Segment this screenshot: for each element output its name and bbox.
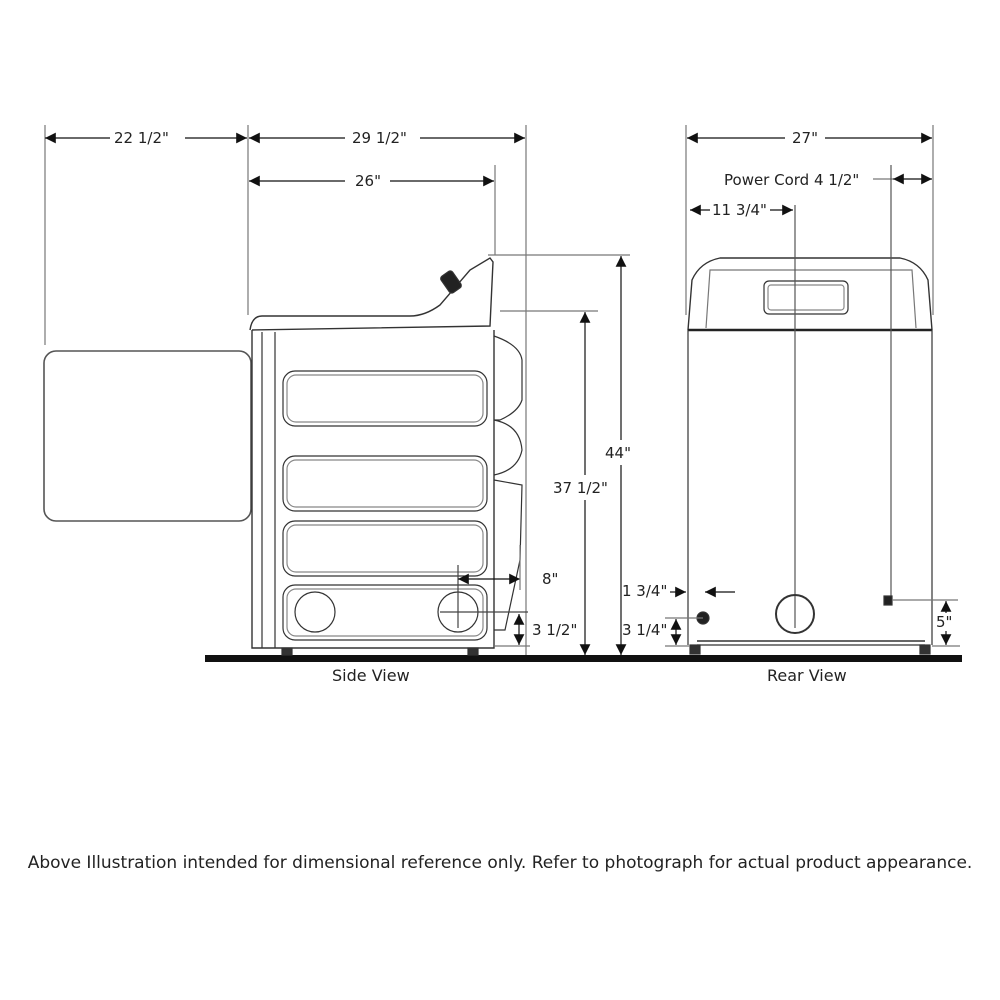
dim-gas-inlet-side: 1 3/4"	[622, 582, 668, 600]
dim-power-cord-height: 5"	[936, 613, 953, 631]
dim-power-cord: Power Cord 4 1/2"	[724, 171, 860, 189]
dim-overall-depth: 29 1/2"	[352, 129, 407, 147]
dim-vent-offset: 8"	[542, 570, 559, 588]
dim-cabinet-height: 37 1/2"	[553, 479, 608, 497]
side-view-drawing	[43, 125, 630, 656]
dim-vent-center: 11 3/4"	[712, 201, 767, 219]
dim-rear-width: 27"	[792, 129, 818, 147]
dim-vent-height: 3 1/2"	[532, 621, 578, 639]
rear-view-drawing	[665, 125, 960, 655]
floor-line	[205, 655, 962, 662]
dim-gas-inlet-height: 3 1/4"	[622, 621, 668, 639]
dim-cabinet-depth: 26"	[355, 172, 381, 190]
dim-total-height: 44"	[605, 444, 631, 462]
footnote: Above Illustration intended for dimensio…	[27, 853, 973, 873]
rear-view-caption: Rear View	[767, 666, 847, 685]
dim-door-open-depth: 22 1/2"	[114, 129, 169, 147]
side-view-caption: Side View	[332, 666, 410, 685]
